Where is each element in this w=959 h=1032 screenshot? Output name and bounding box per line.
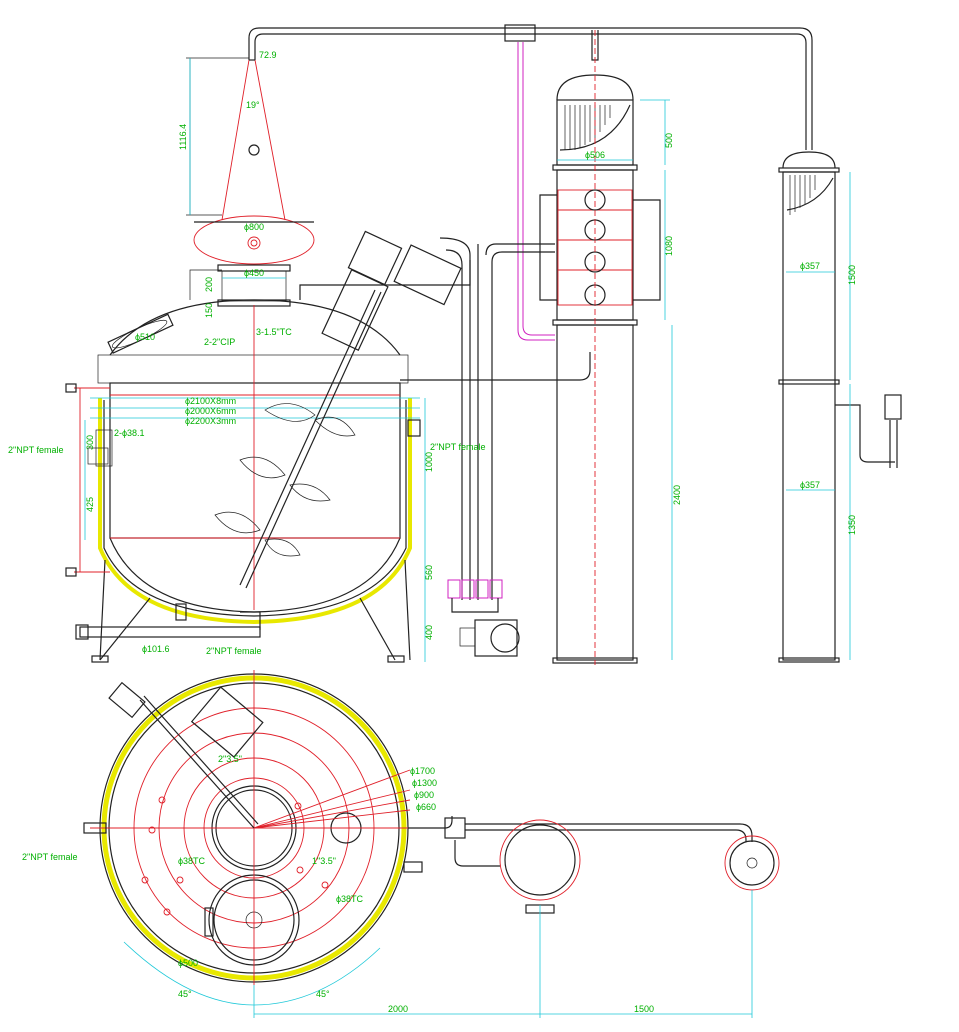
plan-port1-label: 2"3.5" <box>218 754 242 764</box>
outlet-dia-label: ϕ101.6 <box>142 644 170 654</box>
plan-d3-label: ϕ900 <box>414 790 434 800</box>
plan-manway-label: ϕ500 <box>178 958 198 968</box>
npt-bottom-label: 2"NPT female <box>206 646 262 656</box>
plan-dist2-label: 1500 <box>634 1004 654 1014</box>
sight-ports-label: 2-ϕ38.1 <box>114 428 145 438</box>
plan-ang1-label: 45° <box>178 989 192 999</box>
plan-d4-label: ϕ660 <box>416 802 436 812</box>
neck-h2-label: 150 <box>204 303 214 318</box>
plan-port2-label: ϕ38TC <box>178 856 206 866</box>
col2-h-top-label: 1500 <box>847 265 857 285</box>
dia-jacket-label: ϕ2000X6mm <box>185 406 236 416</box>
dia-inner-label: ϕ2100X8mm <box>185 396 236 406</box>
dia-outer-label: ϕ2200X3mm <box>185 416 236 426</box>
plan-ang2-label: 45° <box>316 989 330 999</box>
plan-view <box>83 670 780 985</box>
cone-top-dia-label: 72.9 <box>259 50 277 60</box>
col1-mid-h-label: 1080 <box>664 236 674 256</box>
dimension-labels: 72.9 1116.4 19° ϕ800 ϕ450 200 150 2-2"CI… <box>8 50 857 1014</box>
npt-right-label: 2"NPT female <box>430 442 486 452</box>
manifold-piping <box>189 237 591 657</box>
h425-label: 425 <box>85 497 95 512</box>
lyne-arm-cone <box>186 57 286 221</box>
cone-angle-label: 19° <box>246 100 260 110</box>
tc-ports-label: 3-1.5"TC <box>256 327 292 337</box>
neck-h1-label: 200 <box>204 277 214 292</box>
plan-dist1-label: 2000 <box>388 1004 408 1014</box>
agitator <box>214 230 462 589</box>
cip-label: 2-2"CIP <box>204 337 235 347</box>
plan-port3-label: 1"3.5" <box>312 856 336 866</box>
h560-label: 560 <box>424 565 434 580</box>
h400-label: 400 <box>424 625 434 640</box>
plan-npt-label: 2"NPT female <box>22 852 78 862</box>
col2-dia-bot-label: ϕ357 <box>800 480 820 490</box>
plan-d1-label: ϕ1700 <box>410 766 435 776</box>
manway-label: ϕ510 <box>135 332 155 342</box>
cone-height-label: 1116.4 <box>178 124 188 150</box>
col1-dia-label: ϕ506 <box>585 150 605 160</box>
helmet-dia-label: ϕ800 <box>244 222 264 232</box>
npt-left-label: 2"NPT female <box>8 445 64 455</box>
rectification-column <box>539 30 661 665</box>
condenser-column <box>778 151 902 663</box>
col1-low-h-label: 2400 <box>672 485 682 505</box>
col2-dia-top-label: ϕ357 <box>800 261 820 271</box>
neck-dia-label: ϕ450 <box>244 268 264 278</box>
top-vapor-piping <box>248 24 813 341</box>
dimension-lines <box>84 58 851 1018</box>
col2-h-bot-label: 1350 <box>847 515 857 535</box>
h300-label: 300 <box>85 435 95 450</box>
col1-top-h-label: 500 <box>664 133 674 148</box>
h1000-label: 1000 <box>424 452 434 472</box>
pot-still-vessel <box>65 299 421 663</box>
plan-port4-label: ϕ38TC <box>336 894 364 904</box>
plan-d2-label: ϕ1300 <box>412 778 437 788</box>
